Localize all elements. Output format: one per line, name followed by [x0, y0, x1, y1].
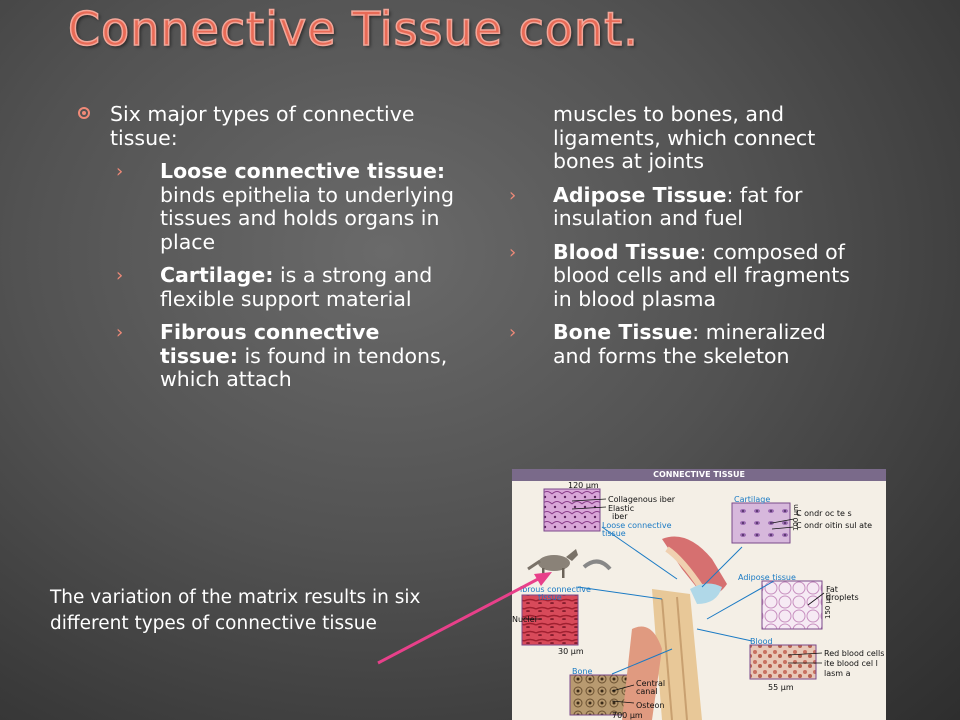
- figure-header: CONNECTIVE TISSUE: [512, 469, 886, 481]
- list-item-fibrous: › Fibrous connective tissue: is found in…: [78, 320, 458, 392]
- label-elastic: Elastic: [608, 504, 635, 513]
- list-item-bone: › Bone Tissue: mineralized and forms the…: [505, 320, 870, 368]
- intro-bullet: Six major types of connective tissue:: [78, 102, 458, 150]
- label-droplets: droplets: [826, 593, 859, 602]
- label-fat: Fat: [826, 585, 838, 594]
- label-cartilage: Cartilage: [734, 495, 771, 504]
- label-scale-150: 150 μm: [824, 592, 832, 619]
- list-item-adipose: › Adipose Tissue: fat for insulation and…: [505, 182, 870, 231]
- label-scale-700: 700 μm: [612, 711, 643, 720]
- desc-adipose: : fat for insulation and fuel: [553, 182, 803, 230]
- chevron-right-icon: ›: [509, 322, 517, 343]
- left-column: Six major types of connective tissue: › …: [78, 102, 458, 392]
- wolf-icon: [527, 549, 578, 578]
- chevron-right-icon: ›: [509, 184, 517, 206]
- label-fibrous: ibrous connective: [520, 585, 591, 594]
- label-scale-55: 55 μm: [768, 683, 794, 692]
- label-blood: Blood: [750, 637, 773, 646]
- list-item-cartilage: › Cartilage: is a strong and flexible su…: [78, 263, 458, 311]
- adipose-micrograph: [761, 580, 823, 630]
- intro-text: Six major types of connective tissue:: [110, 102, 415, 150]
- cartilage-micrograph: [731, 502, 791, 544]
- label-elastic-2: iber: [612, 512, 628, 521]
- label-white-blood: ite blood cel l: [824, 659, 878, 668]
- label-loose: Loose connective: [602, 521, 672, 530]
- desc-cartilage: is a strong and flexible support materia…: [160, 263, 433, 311]
- label-canal: canal: [636, 687, 658, 696]
- blood-micrograph: [749, 644, 817, 680]
- term-adipose: Adipose Tissue: [553, 182, 727, 207]
- label-osteon: Osteon: [636, 701, 665, 710]
- desc-bone: : mineralized and forms the skeleton: [553, 320, 826, 368]
- label-plasma: lasm a: [824, 669, 851, 678]
- figure-illustration: [521, 488, 825, 720]
- term-loose: Loose connective tissue:: [160, 159, 446, 183]
- label-loose-2: tissue: [602, 529, 626, 538]
- term-blood: Blood Tissue: [553, 239, 700, 264]
- continuation-text: muscles to bones, and ligaments, which c…: [553, 102, 816, 173]
- pointer-lines: [522, 498, 825, 704]
- desc-blood: : composed of blood cells and ell fragme…: [553, 239, 850, 311]
- joint-illustration: [622, 536, 727, 720]
- label-chondroitin: C ondr oitin sul ate: [796, 521, 873, 530]
- label-central: Central: [636, 679, 666, 688]
- term-cartilage: Cartilage:: [160, 263, 274, 287]
- label-collagenous: Collagenous iber: [608, 495, 676, 504]
- caption-text: The variation of the matrix results in s…: [50, 587, 421, 634]
- desc-fibrous: is found in tendons, which attach: [160, 343, 448, 391]
- label-bone: Bone: [572, 667, 593, 676]
- chevron-right-icon: ›: [509, 241, 517, 263]
- loose-micrograph: [543, 488, 601, 532]
- label-adipose: Adipose tissue: [738, 573, 796, 582]
- desc-loose: binds epithelia to underlying tissues an…: [160, 182, 455, 254]
- slide-title: Connective Tissue cont.: [67, 1, 639, 57]
- list-item-blood: › Blood Tissue: composed of blood cells …: [505, 239, 870, 312]
- chevron-right-icon: ›: [116, 265, 124, 286]
- leader-lines: [577, 526, 775, 675]
- chevron-right-icon: ›: [116, 322, 124, 343]
- right-column: muscles to bones, and ligaments, which c…: [505, 102, 870, 368]
- label-red-blood: Red blood cells: [824, 649, 885, 658]
- label-nuclei: Nuclei: [512, 615, 537, 624]
- curved-arrow-icon: [582, 559, 612, 571]
- circle-bullet-icon: [78, 107, 90, 119]
- chevron-right-icon: ›: [116, 161, 124, 182]
- term-bone: Bone Tissue: [553, 320, 693, 344]
- label-fibrous-2: tissue: [538, 593, 562, 602]
- label-scale-30: 30 μm: [558, 647, 584, 656]
- label-chondrocytes: C ondr oc te s: [796, 509, 852, 518]
- list-item-loose: › Loose connective tissue: binds epithel…: [78, 159, 458, 254]
- label-scale-120: 120 μm: [568, 481, 599, 490]
- connective-tissue-figure: CONNECTIVE TISSUE: [512, 469, 886, 720]
- term-fibrous: Fibrous connective tissue:: [160, 320, 380, 368]
- label-scale-100: 100 μm: [792, 504, 800, 531]
